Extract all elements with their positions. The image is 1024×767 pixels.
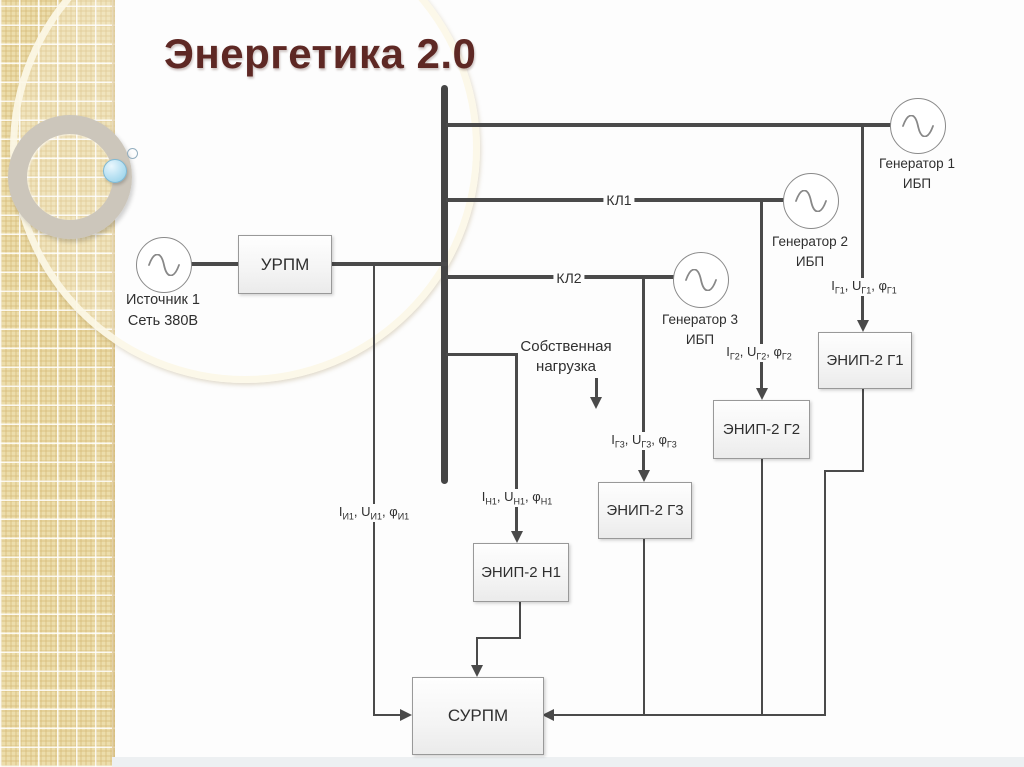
- decorative-sidebar: [0, 0, 480, 767]
- generator-2-icon: [783, 173, 839, 229]
- line-to-generator-1: [446, 123, 892, 127]
- own-load-label: Собственная нагрузка: [520, 337, 611, 376]
- generator-2-name: Генератор 2: [772, 234, 848, 249]
- own-load-line2: нагрузка: [536, 357, 596, 375]
- generator-3-name: Генератор 3: [662, 312, 738, 327]
- arrow-into-enip-g2: [756, 388, 768, 400]
- blue-sphere-decoration: [103, 159, 127, 183]
- line-own-load-arrow: [595, 378, 598, 397]
- ac-source-icon: [136, 237, 192, 293]
- bottom-band: [112, 757, 1024, 767]
- line-meas-g3: [642, 279, 645, 470]
- line-merge-to-surpm: [554, 714, 826, 716]
- generator-2-label: Генератор 2 ИБП: [772, 232, 848, 271]
- enip-g3-box: ЭНИП-2 Г3: [598, 482, 692, 539]
- line-urpm-to-bus: [329, 262, 447, 266]
- surpm-box: СУРПМ: [412, 677, 544, 755]
- line-i1-down: [373, 264, 375, 716]
- own-load-line1: Собственная: [520, 338, 612, 355]
- generator-3-icon: [673, 252, 729, 308]
- line-n1-down: [519, 600, 521, 639]
- arrow-into-enip-n1: [511, 531, 523, 543]
- line-source-to-urpm: [190, 262, 240, 266]
- generator-1-label: Генератор 1 ИБП: [879, 154, 955, 193]
- line-meas-n1: [515, 355, 518, 531]
- slide-title: Энергетика 2.0: [164, 30, 477, 77]
- arrow-into-surpm-top: [471, 665, 483, 677]
- measurement-label-g1: IГ1, UГ1, φГ1: [828, 278, 900, 296]
- line-g3-down: [643, 537, 645, 716]
- measurement-label-g3: IГ3, UГ3, φГ3: [608, 432, 680, 450]
- generator-3-type: ИБП: [685, 331, 715, 347]
- small-circle-decoration: [127, 148, 138, 159]
- generator-3-label: Генератор 3 ИБП: [662, 310, 738, 349]
- arrow-into-surpm-left: [400, 709, 412, 721]
- source-name: Источник 1: [126, 292, 200, 308]
- source-label: Источник 1 Сеть 380В: [126, 290, 200, 332]
- line-g2-down: [761, 457, 763, 716]
- generator-1-name: Генератор 1: [879, 156, 955, 171]
- arrow-into-surpm-right: [542, 709, 554, 721]
- line-g1-down2: [824, 470, 826, 716]
- enip-g1-box: ЭНИП-2 Г1: [818, 332, 912, 389]
- line-g1-down: [862, 387, 864, 472]
- line-i1-to-surpm: [373, 714, 401, 716]
- cable-kl1-label: КЛ1: [603, 192, 635, 208]
- source-voltage: Сеть 380В: [127, 313, 199, 330]
- measurement-label-i1: IИ1, UИ1, φИ1: [335, 504, 413, 522]
- urpm-box: УРПМ: [238, 235, 332, 294]
- generator-2-type: ИБП: [795, 253, 825, 269]
- line-load-branch: [446, 353, 518, 356]
- line-meas-g1: [861, 127, 864, 320]
- arrow-into-enip-g1: [857, 320, 869, 332]
- measurement-label-n1: IН1, UН1, φН1: [478, 489, 556, 507]
- bus-bar: [441, 85, 448, 484]
- cable-kl2-label: КЛ2: [553, 270, 585, 286]
- line-meas-g2: [760, 202, 763, 388]
- line-n1-down2: [476, 637, 478, 665]
- measurement-label-g2: IГ2, UГ2, φГ2: [723, 344, 795, 362]
- line-g1-step: [824, 470, 864, 472]
- generator-1-icon: [890, 98, 946, 154]
- arrow-own-load: [590, 397, 602, 409]
- generator-1-type: ИБП: [902, 175, 932, 191]
- enip-g2-box: ЭНИП-2 Г2: [713, 400, 810, 459]
- arrow-into-enip-g3: [638, 470, 650, 482]
- line-n1-step: [476, 637, 521, 639]
- enip-n1-box: ЭНИП-2 Н1: [473, 543, 569, 602]
